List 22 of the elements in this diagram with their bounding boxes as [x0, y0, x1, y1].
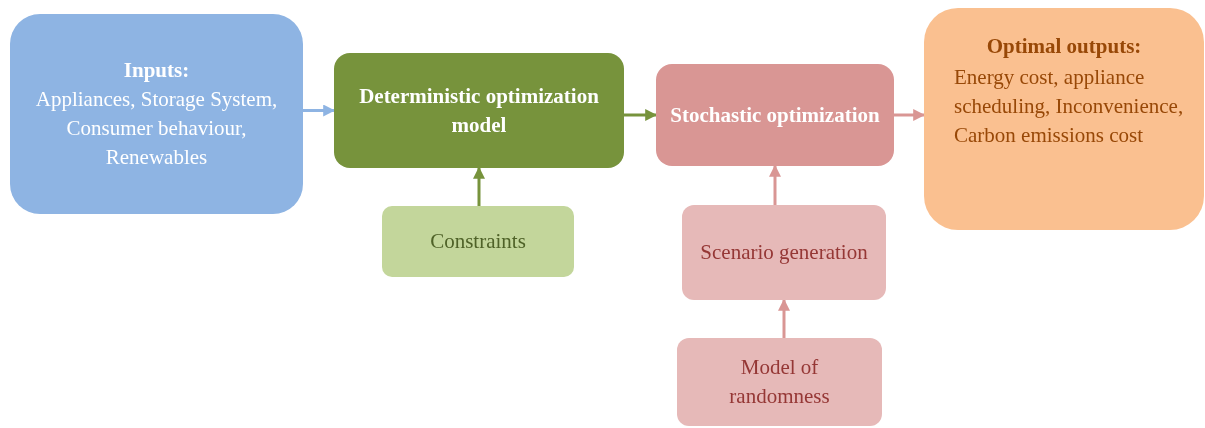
- process-box: [677, 338, 882, 426]
- box-text: Scenario generation: [699, 239, 869, 266]
- process-box: [682, 205, 886, 300]
- process-box: [334, 53, 624, 168]
- box-text: Model of randomness: [728, 354, 831, 410]
- arrow: [769, 164, 781, 205]
- input-box: [10, 14, 303, 214]
- box-heading: Inputs:: [122, 57, 191, 84]
- box-text: Stochastic optimization: [669, 101, 881, 129]
- arrow: [624, 109, 658, 121]
- arrow: [778, 298, 790, 338]
- box-text: Constraints: [429, 228, 527, 255]
- box-text: Energy cost, appliance scheduling, Inconvenience, Carbon emissions cost: [953, 64, 1185, 149]
- box-heading: Optimal outputs:: [985, 33, 1143, 60]
- process-box: [656, 64, 894, 166]
- arrow: [473, 166, 485, 206]
- arrow: [894, 109, 926, 121]
- box-text: Appliances, Storage System, Consumer behaviour, Renewables: [34, 86, 279, 171]
- constraint-box: [382, 206, 574, 277]
- arrow: [303, 104, 336, 117]
- output-box: [924, 8, 1204, 230]
- box-text: Deterministic optimization model: [358, 82, 600, 139]
